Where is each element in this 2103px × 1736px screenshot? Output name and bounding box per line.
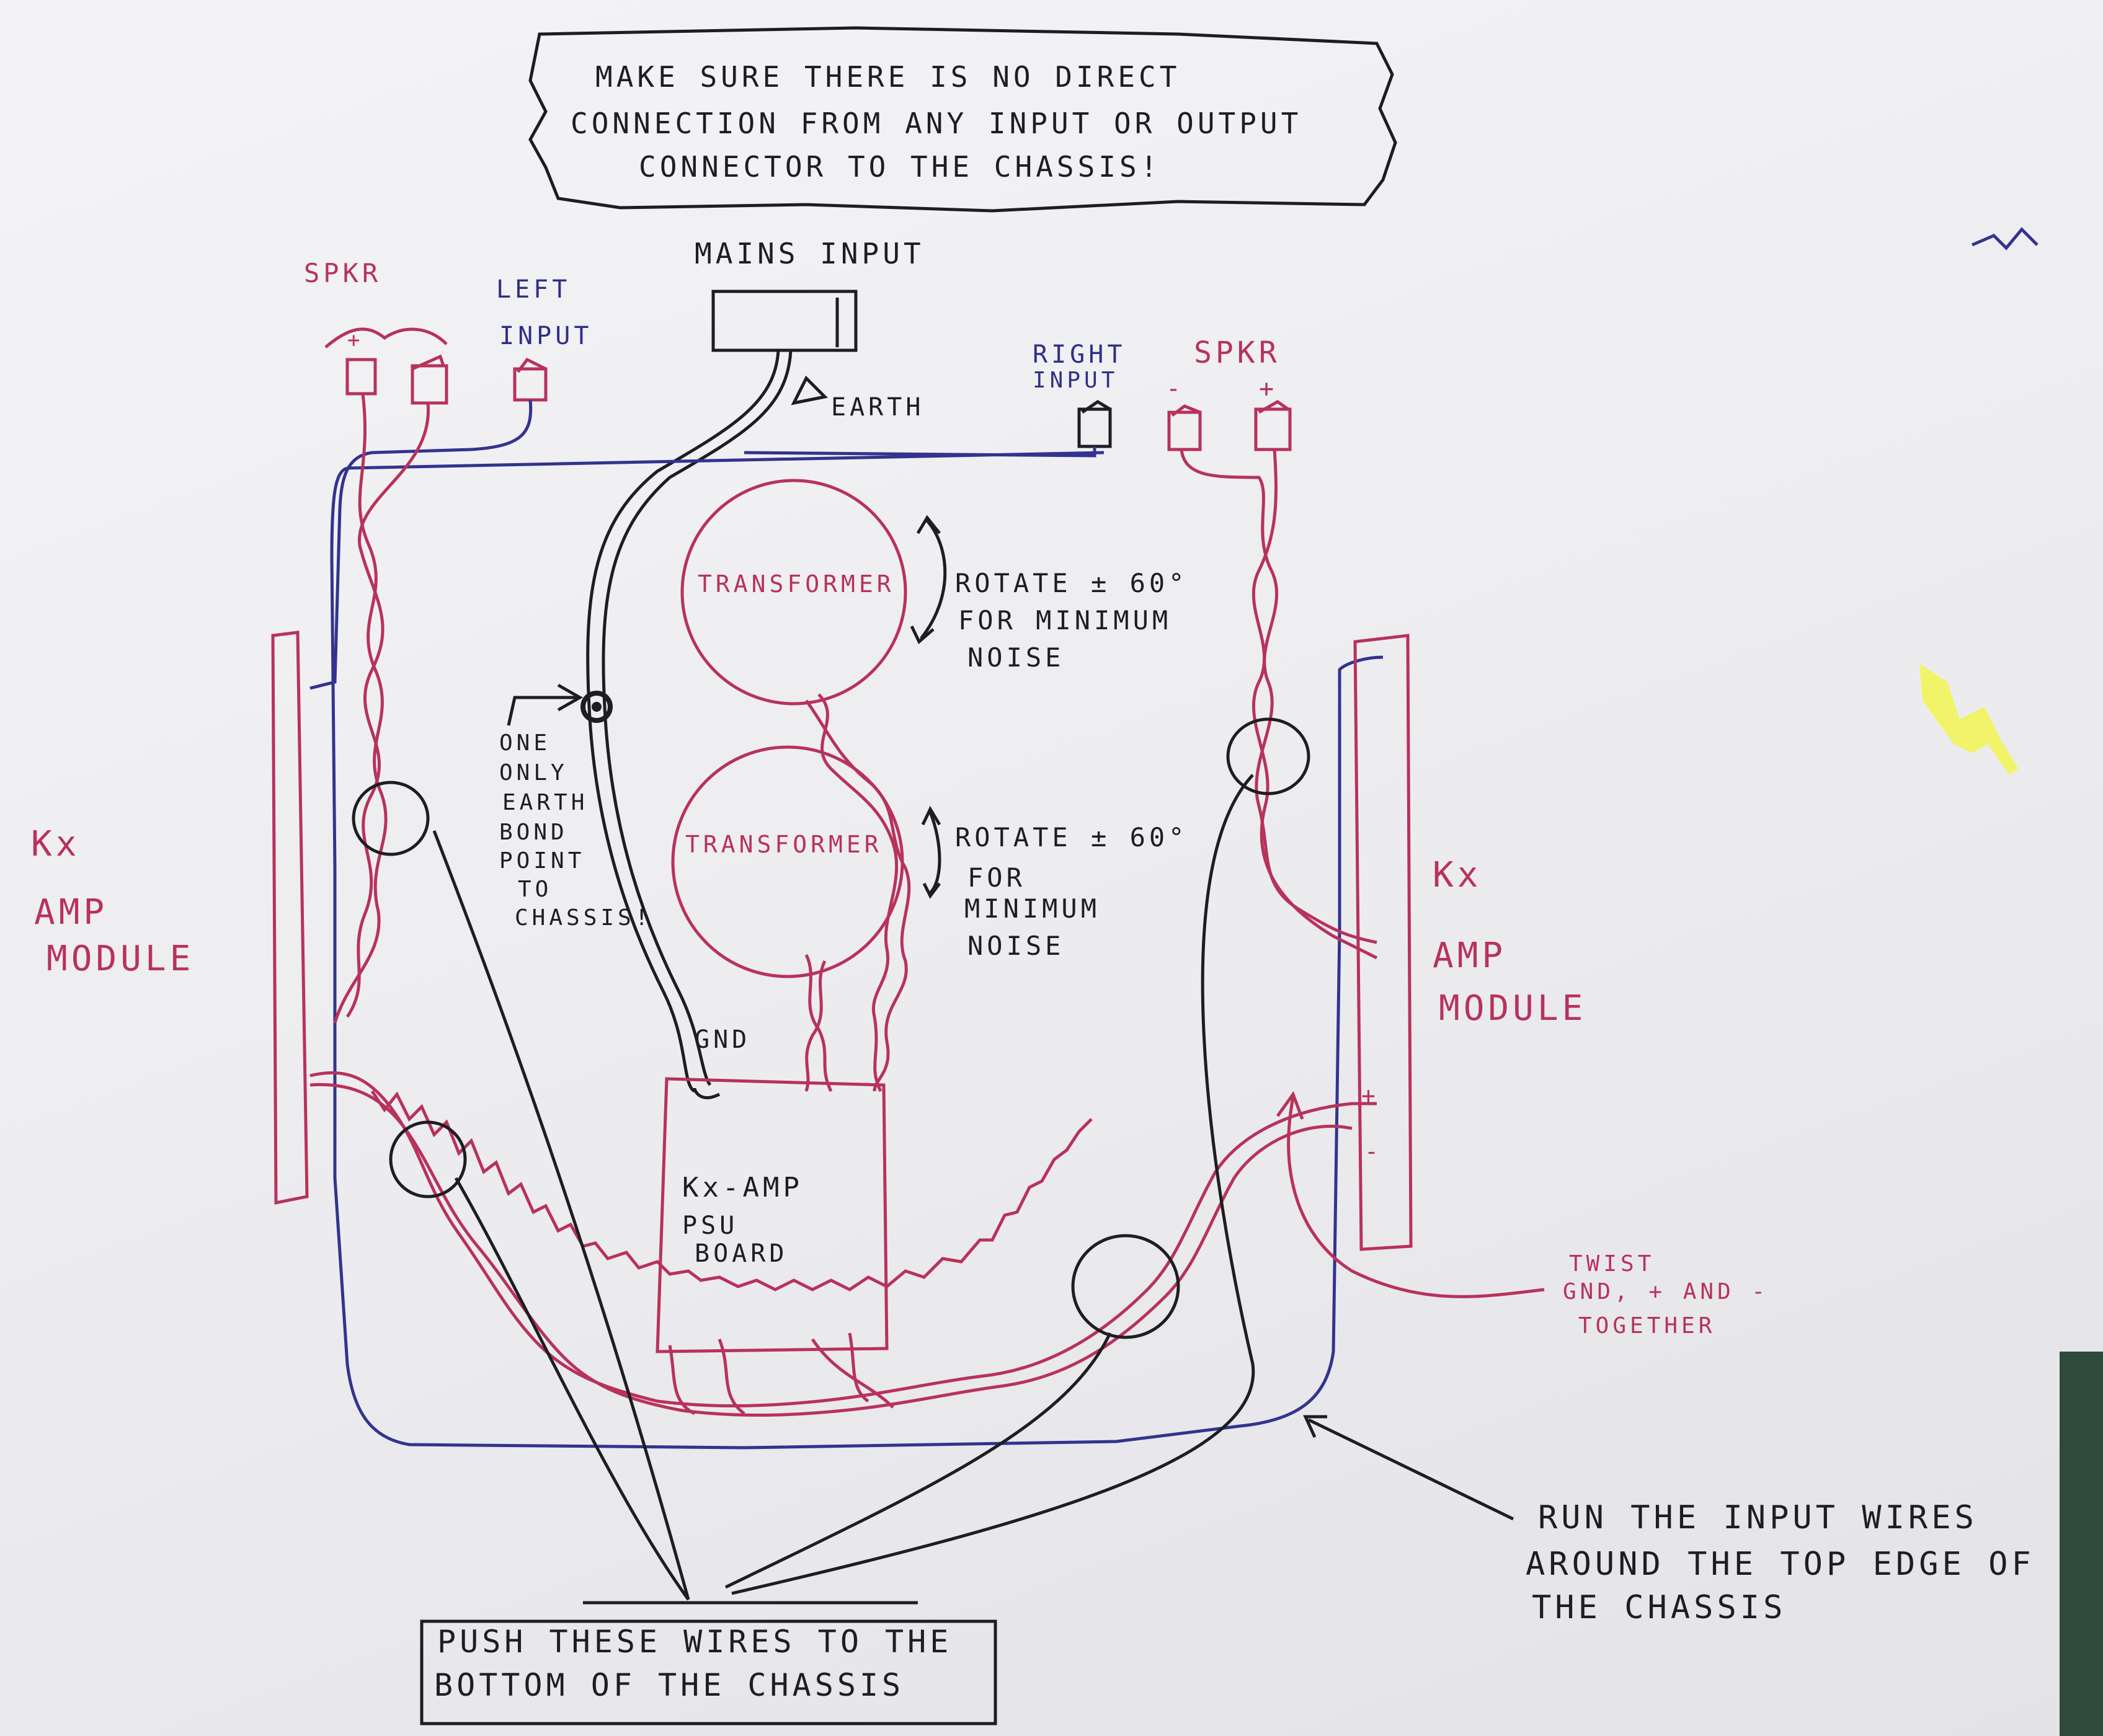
svg-text:ROTATE ± 60°: ROTATE ± 60° [955, 822, 1188, 852]
bundle-circle-left-upper [352, 781, 430, 856]
earth-bond-point [580, 691, 613, 723]
svg-text:ONE: ONE [499, 730, 551, 756]
svg-text:BOND: BOND [499, 820, 568, 845]
warning-box [528, 26, 1397, 213]
svg-text:MODULE: MODULE [47, 939, 194, 979]
highlighter-mark [1919, 663, 2019, 775]
earth-bond-note: ONE ONLY EARTH BOND POINT TO CHASSIS! [499, 730, 652, 931]
svg-text:PSU: PSU [682, 1211, 738, 1240]
run-wires-note: RUN THE INPUT WIRES AROUND THE TOP EDGE … [1526, 1499, 2035, 1626]
svg-text:TO: TO [518, 877, 552, 902]
svg-text:ONLY: ONLY [499, 760, 568, 786]
right-input-line-1: RIGHT [1033, 340, 1126, 369]
svg-text:FOR: FOR [967, 862, 1026, 893]
svg-text:BOARD: BOARD [695, 1239, 788, 1268]
table-edge [2060, 1352, 2103, 1736]
bundle-circle-left-lower [389, 1120, 467, 1198]
mains-input-label: MAINS INPUT [695, 237, 925, 270]
svg-text:ROTATE ± 60°: ROTATE ± 60° [955, 568, 1188, 598]
transformer-top [680, 479, 907, 706]
right-spkr-plus-terminal [1254, 407, 1292, 451]
chassis-outline [330, 451, 1384, 1450]
transformer-bottom-label: TRANSFORMER [685, 831, 883, 858]
svg-text:MINIMUM: MINIMUM [964, 893, 1100, 924]
warning-line-3: CONNECTOR TO THE CHASSIS! [639, 150, 1161, 184]
svg-text:TWIST: TWIST [1569, 1251, 1655, 1277]
right-input-line-2: INPUT [1033, 368, 1118, 393]
right-amp-module-label: Kx AMP MODULE [1433, 855, 1586, 1029]
earth-label: EARTH [831, 393, 924, 422]
svg-text:+: + [347, 328, 363, 353]
push-wires-line-2: BOTTOM OF THE CHASSIS [434, 1667, 904, 1703]
svg-text:FOR MINIMUM: FOR MINIMUM [958, 605, 1172, 636]
psu-board [656, 1077, 889, 1353]
left-input-line-2: INPUT [499, 322, 592, 350]
right-amp-module [1353, 634, 1413, 1251]
svg-text:-: - [1364, 1138, 1382, 1165]
push-wires-line-1: PUSH THESE WIRES TO THE [437, 1624, 952, 1660]
svg-text:+: + [1361, 1082, 1379, 1109]
svg-text:Kx-AMP: Kx-AMP [682, 1172, 803, 1203]
left-input-connector [513, 367, 548, 402]
svg-text:AROUND THE TOP EDGE OF: AROUND THE TOP EDGE OF [1526, 1546, 2035, 1583]
left-amp-module [271, 631, 309, 1205]
svg-text:Kx: Kx [31, 824, 80, 864]
right-spkr-label: SPKR [1194, 335, 1281, 370]
warning-line-2: CONNECTION FROM ANY INPUT OR OUTPUT [571, 107, 1302, 140]
right-input-connector [1077, 407, 1112, 448]
svg-text:AMP: AMP [34, 892, 108, 932]
svg-text:+: + [1259, 374, 1278, 403]
svg-text:RUN THE INPUT WIRES: RUN THE INPUT WIRES [1538, 1499, 1978, 1536]
mains-input-connector [711, 290, 858, 352]
svg-text:TOGETHER: TOGETHER [1578, 1313, 1715, 1339]
bundle-circle-bottom-right [1071, 1234, 1180, 1339]
svg-text:CHASSIS!: CHASSIS! [515, 905, 652, 931]
svg-text:GND, + AND -: GND, + AND - [1563, 1279, 1769, 1304]
left-spkr-label: SPKR [304, 258, 381, 288]
gnd-label: GND [695, 1025, 750, 1054]
stray-blue-mark [1972, 227, 2039, 250]
twist-note: TWIST GND, + AND - TOGETHER [1563, 1251, 1769, 1339]
bundle-circle-right-upper [1226, 717, 1310, 795]
warning-line-1: MAKE SURE THERE IS NO DIRECT [595, 60, 1180, 94]
rotate-note-bottom: ROTATE ± 60° FOR MINIMUM NOISE [955, 822, 1188, 961]
svg-text:POINT: POINT [499, 848, 585, 874]
svg-text:Kx: Kx [1433, 855, 1482, 895]
psu-board-label: Kx-AMP PSU BOARD [682, 1172, 803, 1268]
svg-text:NOISE: NOISE [967, 931, 1064, 961]
svg-text:-: - [1166, 374, 1185, 403]
svg-text:NOISE: NOISE [967, 642, 1064, 673]
svg-text:EARTH: EARTH [502, 790, 588, 815]
left-amp-module-label: Kx AMP MODULE [31, 824, 194, 979]
rotate-note-top: ROTATE ± 60° FOR MINIMUM NOISE [955, 568, 1188, 673]
right-spkr-minus-terminal [1167, 410, 1202, 451]
left-spkr-plus-terminal [345, 358, 377, 396]
push-wires-box [420, 1619, 997, 1725]
svg-text:AMP: AMP [1433, 936, 1506, 976]
svg-text:THE CHASSIS: THE CHASSIS [1532, 1589, 1786, 1626]
svg-text:MODULE: MODULE [1439, 988, 1586, 1029]
transformer-top-label: TRANSFORMER [698, 570, 895, 598]
left-speaker-twisted-pair [333, 393, 388, 1024]
power-harness-twisted [309, 1071, 1377, 1407]
left-spkr-minus-terminal [411, 364, 448, 405]
left-input-line-1: LEFT [496, 275, 571, 304]
